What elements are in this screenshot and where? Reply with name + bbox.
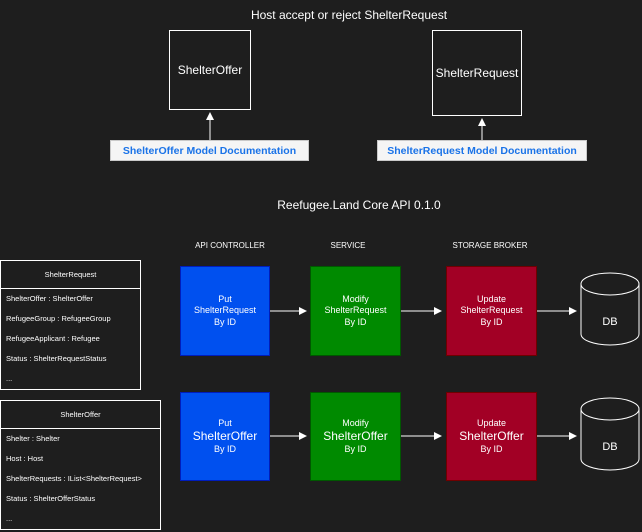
- class-field: RefugeeGroup : RefugeeGroup: [6, 314, 111, 323]
- proc-line2: ShelterRequest: [193, 305, 257, 316]
- controller-put-shelter-request: Put ShelterRequest By ID: [180, 266, 270, 356]
- db-cylinder-2: [580, 397, 640, 471]
- proc-line1: Put: [218, 417, 232, 428]
- column-header-broker: STORAGE BROKER: [452, 241, 528, 250]
- proc-line2: ShelterOffer: [459, 429, 524, 443]
- proc-line2: ShelterOffer: [323, 429, 388, 443]
- shelter-request-model-label: ShelterRequest: [435, 66, 519, 80]
- shelter-offer-doc-link[interactable]: ShelterOffer Model Documentation: [110, 140, 309, 161]
- proc-line3: By ID: [480, 316, 503, 327]
- class-field: Status : ShelterOfferStatus: [6, 494, 96, 503]
- class-field: ...: [6, 514, 13, 523]
- diagram-title: Host accept or reject ShelterRequest: [250, 8, 448, 22]
- proc-line2: ShelterRequest: [324, 305, 387, 316]
- proc-line3: By ID: [213, 444, 236, 454]
- class-field: ShelterRequests : IList<ShelterRequest>: [6, 474, 142, 483]
- proc-line3: By ID: [213, 316, 236, 327]
- shelter-request-doc-link[interactable]: ShelterRequest Model Documentation: [377, 140, 587, 161]
- controller-put-shelter-offer: Put ShelterOffer By ID: [180, 392, 270, 481]
- class-header: ShelterOffer: [1, 401, 160, 429]
- column-header-controller: API CONTROLLER: [195, 241, 265, 250]
- proc-line1: Update: [476, 417, 507, 428]
- class-field: Status : ShelterRequestStatus: [6, 354, 107, 363]
- class-field: ...: [6, 374, 13, 383]
- api-title: Reefugee.Land Core API 0.1.0: [277, 198, 441, 212]
- class-field: RefugeeApplicant : Refugee: [6, 334, 100, 343]
- proc-line1: Update: [476, 294, 507, 305]
- proc-line3: By ID: [480, 444, 503, 454]
- proc-line1: Put: [218, 294, 232, 305]
- db-cylinder-1: [580, 272, 640, 346]
- db-label-1: DB: [602, 316, 618, 328]
- shelter-request-model-box: ShelterRequest: [432, 30, 522, 116]
- class-field: ShelterOffer : ShelterOffer: [6, 294, 93, 303]
- broker-update-shelter-request: Update ShelterRequest By ID: [446, 266, 537, 356]
- service-modify-shelter-request: Modify ShelterRequest By ID: [310, 266, 401, 356]
- class-header: ShelterRequest: [1, 261, 140, 289]
- class-shelter-offer: ShelterOffer Shelter : Shelter Host : Ho…: [0, 400, 161, 530]
- proc-line2: ShelterRequest: [460, 305, 523, 316]
- class-shelter-request: ShelterRequest ShelterOffer : ShelterOff…: [0, 260, 141, 390]
- proc-line3: By ID: [344, 316, 367, 327]
- proc-line1: Modify: [342, 294, 369, 305]
- column-header-service: SERVICE: [330, 241, 366, 250]
- shelter-offer-model-label: ShelterOffer: [177, 63, 243, 77]
- proc-line2: ShelterOffer: [192, 429, 258, 443]
- shelter-offer-model-box: ShelterOffer: [169, 30, 251, 110]
- broker-update-shelter-offer: Update ShelterOffer By ID: [446, 392, 537, 481]
- proc-line1: Modify: [342, 417, 369, 428]
- db-label-2: DB: [602, 441, 618, 453]
- proc-line3: By ID: [344, 444, 367, 454]
- class-field: Shelter : Shelter: [6, 434, 60, 443]
- service-modify-shelter-offer: Modify ShelterOffer By ID: [310, 392, 401, 481]
- class-field: Host : Host: [6, 454, 44, 463]
